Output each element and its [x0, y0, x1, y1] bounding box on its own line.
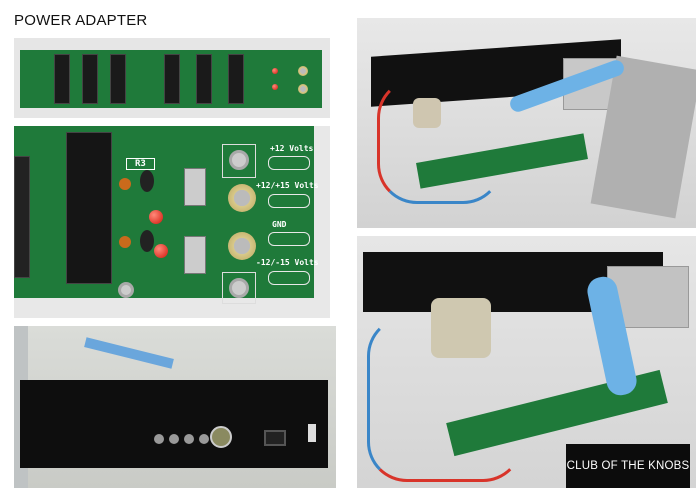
photo-assembly-bottom — [357, 236, 696, 488]
output-label-minus12-15: -12/-15 Volts — [256, 258, 319, 267]
output-label-plus12: +12 Volts — [270, 144, 314, 153]
club-of-the-knobs-logo: CLUB OF THE KNOBS — [566, 444, 690, 488]
photo-enclosure-rear — [14, 326, 336, 488]
output-label-plus12-15: +12/+15 Volts — [256, 181, 319, 190]
component-label-r3: R3 — [126, 158, 155, 170]
photo-pcb-overview — [14, 38, 330, 118]
page-title: POWER ADAPTER — [14, 12, 148, 29]
photo-assembly-top — [357, 18, 696, 228]
photo-pcb-closeup: R3 +12 Volts +12/+15 Volts GND -12/-15 V… — [14, 126, 330, 318]
output-label-gnd: GND — [272, 220, 287, 229]
